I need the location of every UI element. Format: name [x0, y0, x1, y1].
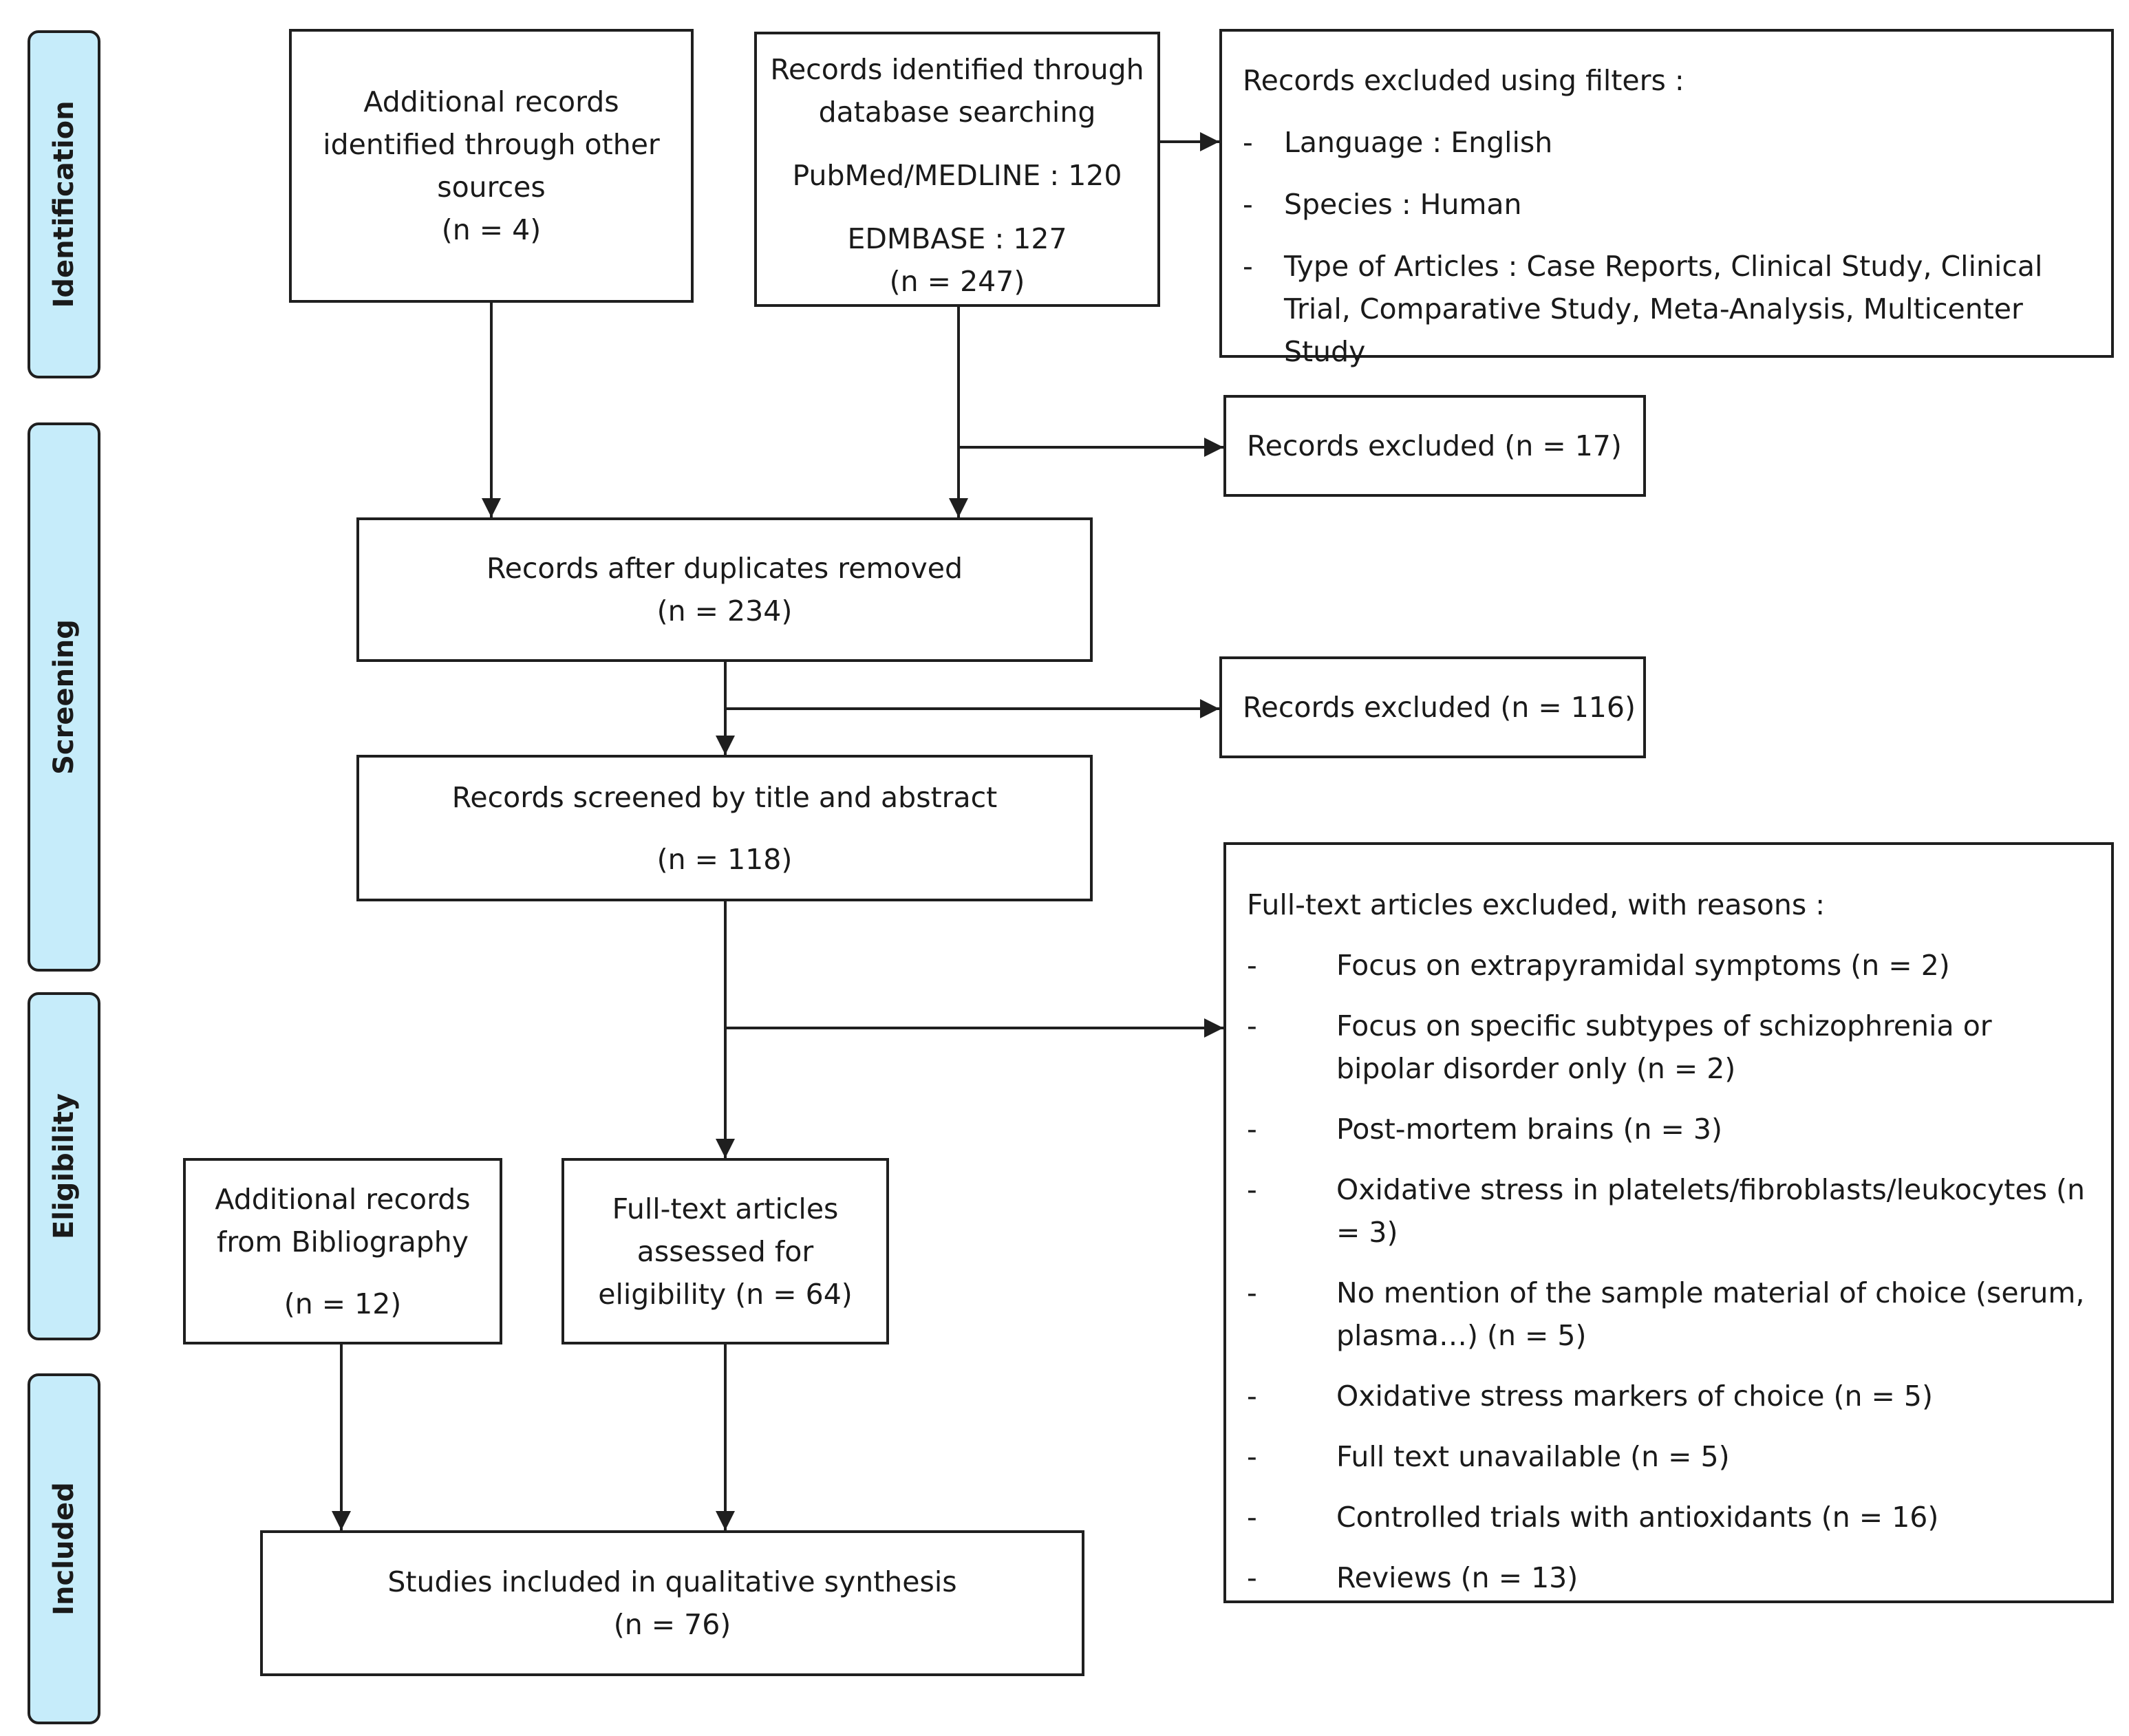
box-included: Studies included in qualitative synthesi… — [260, 1530, 1084, 1676]
exclusion-reason: -Oxidative stress markers of choice (n =… — [1247, 1380, 1933, 1413]
exclusion-reason: -Full text unavailable (n = 5) — [1247, 1440, 1730, 1473]
box-database-search: Records identified through database sear… — [754, 32, 1160, 307]
box-screened: Records screened by title and abstract (… — [356, 755, 1093, 901]
edmbase-count: EDMBASE : 127 (n = 247) — [847, 222, 1067, 298]
after-duplicates-text: Records after duplicates removed (n = 23… — [486, 552, 963, 628]
other-sources-text: Additional records identified through ot… — [323, 85, 660, 246]
box-excluded-116: Records excluded (n = 116) — [1219, 656, 1646, 758]
included-text: Studies included in qualitative synthesi… — [387, 1565, 957, 1641]
database-title: Records identified through database sear… — [770, 53, 1144, 129]
excluded-116-text: Records excluded (n = 116) — [1243, 691, 1636, 724]
screened-text: Records screened by title and abstract — [451, 780, 998, 814]
exclusion-reason: -Focus on specific subtypes of schizophr… — [1247, 1009, 1992, 1085]
exclusion-reason: -Controlled trials with antioxidants (n … — [1247, 1501, 1939, 1534]
box-fulltext-excluded: Full-text articles excluded, with reason… — [1223, 842, 2114, 1603]
exclusion-reason: -Oxidative stress in platelets/fibroblas… — [1247, 1173, 2086, 1249]
box-other-sources: Additional records identified through ot… — [289, 29, 694, 303]
phase-screening: Screening — [28, 422, 100, 972]
filter-species: Species : Human — [1284, 188, 1522, 221]
excluded-17-text: Records excluded (n = 17) — [1247, 429, 1622, 462]
box-excluded-17: Records excluded (n = 17) — [1223, 395, 1646, 497]
filter-language: Language : English — [1284, 126, 1553, 159]
phase-identification: Identification — [28, 30, 100, 378]
box-fulltext-assessed: Full-text articles assessed for eligibil… — [561, 1158, 889, 1344]
phase-included: Included — [28, 1373, 100, 1724]
filters-title: Records excluded using filters : — [1243, 64, 1684, 97]
bibliography-text: Additional records from Bibliography — [215, 1182, 471, 1258]
filter-item: -Language : English — [1243, 121, 2090, 164]
filter-article-types: Type of Articles : Case Reports, Clinica… — [1284, 250, 2043, 368]
exclusion-reason: -Reviews (n = 13) — [1247, 1561, 1579, 1594]
filter-item: -Species : Human — [1243, 183, 2090, 226]
exclusion-reason: -Post-mortem brains (n = 3) — [1247, 1113, 1722, 1146]
fulltext-assessed-text: Full-text articles assessed for eligibil… — [598, 1192, 853, 1311]
fulltext-excluded-title: Full-text articles excluded, with reason… — [1247, 888, 1826, 921]
filter-item: -Type of Articles : Case Reports, Clinic… — [1243, 245, 2090, 373]
bibliography-count: (n = 12) — [283, 1287, 402, 1320]
phase-eligibility: Eligibility — [28, 992, 100, 1340]
exclusion-reason: -No mention of the sample material of ch… — [1247, 1276, 2085, 1352]
box-filters-excluded: Records excluded using filters : -Langua… — [1219, 29, 2114, 368]
box-after-duplicates: Records after duplicates removed (n = 23… — [356, 517, 1093, 662]
pubmed-count: PubMed/MEDLINE : 120 — [792, 159, 1122, 192]
box-bibliography: Additional records from Bibliography (n … — [183, 1158, 502, 1344]
exclusion-reason: -Focus on extrapyramidal symptoms (n = 2… — [1247, 949, 1950, 982]
screened-count: (n = 118) — [656, 842, 793, 876]
